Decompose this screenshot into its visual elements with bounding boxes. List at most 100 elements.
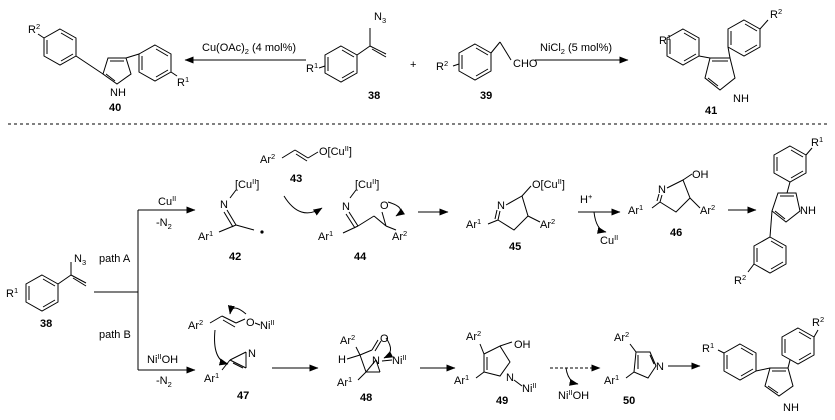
r1-label: R (177, 77, 185, 89)
pyrrole-ring (102, 57, 132, 85)
path-a-reagent: CuII (158, 194, 176, 208)
compound-47: N Ar1 47 (204, 348, 256, 402)
ar1-label: Ar1 (337, 375, 352, 389)
ni-release-label: NiIIOH (558, 388, 589, 402)
r1-label: R1 (306, 61, 318, 75)
curved-arrow (383, 337, 394, 359)
n-label: N (506, 372, 514, 384)
arrow-cu-catalysis: Cu(OAc)2 (4 mol%) (184, 42, 306, 64)
compound-50: N Ar2 Ar1 50 (604, 330, 664, 407)
cu-label: [CuII] (355, 177, 379, 191)
curved-arrow (387, 201, 406, 217)
r1-label: R1 (811, 135, 823, 149)
ni-label: NiII (392, 353, 407, 367)
cu-release-label: CuII (600, 233, 618, 247)
ni-label: NiII (522, 381, 537, 395)
compound-45: N O[CuII] Ar1 Ar2 45 (466, 177, 565, 253)
ar2-label: Ar2 (466, 329, 481, 343)
compound-number-40: 40 (109, 102, 121, 114)
ar1-label: Ar1 (204, 371, 219, 385)
path-b-reagent: NiIIOH (147, 352, 178, 366)
r1-superscript: 1 (185, 75, 189, 84)
oh-label: OH (692, 169, 709, 181)
compound-number-49: 49 (496, 395, 508, 407)
compound-39: CHO R2 39 (436, 41, 538, 102)
r2-label: R2 (812, 315, 824, 329)
compound-46: N OH Ar1 Ar2 46 (628, 169, 715, 239)
o-label: O (380, 333, 389, 345)
nh-label: NH (800, 205, 816, 217)
compound-40: R2 R1 NH 40 (28, 22, 189, 114)
curved-arrow (283, 195, 323, 216)
benzene-ring-left (43, 28, 77, 66)
azide-label: N3 (74, 253, 86, 267)
compound-49: Ar2 OH Ar1 N NiII 49 (454, 329, 537, 407)
compound-number-39: 39 (480, 90, 492, 102)
compound-number-48: 48 (360, 392, 372, 404)
n-label: N (497, 200, 505, 212)
r1-label: R1 (659, 33, 671, 47)
ar1-label: Ar1 (604, 373, 619, 387)
compound-41: R1 R2 NH 41 (659, 7, 782, 117)
arrow-45-to-46: H+ CuII (578, 192, 621, 247)
path-b-product: NH R1 R2 (702, 315, 824, 414)
compound-number-47: 47 (237, 390, 249, 402)
branch-arrows: path A path B CuII -N2 NiIIOH -N2 (94, 194, 196, 389)
compound-number-46: 46 (670, 227, 682, 239)
ni-label: NiII (260, 318, 275, 332)
compound-number-38: 38 (40, 318, 52, 330)
benzene-ring-right (138, 44, 172, 82)
r1-label: R1 (6, 286, 18, 300)
n-label: N (342, 201, 350, 213)
cu-label: [CuII] (235, 177, 259, 191)
path-a-label: path A (99, 253, 131, 265)
svg-text:R1: R1 (177, 75, 189, 89)
r1-label: R1 (702, 341, 714, 355)
azide-label: N3 (374, 11, 386, 25)
radical-dot (260, 230, 264, 234)
n-label: N (658, 184, 666, 196)
ar2-label: Ar2 (260, 152, 275, 166)
compound-number-50: 50 (623, 395, 635, 407)
n-label: N (656, 361, 664, 373)
svg-text:R2: R2 (28, 22, 40, 36)
path-b-label: path B (99, 329, 131, 341)
nh-label: NH (733, 93, 749, 105)
ar2-label: Ar2 (614, 330, 629, 344)
compound-number-42: 42 (229, 251, 241, 263)
compound-number-45: 45 (509, 241, 521, 253)
aldehyde-label: CHO (513, 58, 538, 70)
ar1-label: Ar1 (628, 203, 643, 217)
r2-label: R2 (734, 273, 746, 287)
compound-number-41: 41 (705, 105, 717, 117)
r2-label: R2 (770, 7, 782, 21)
compound-number-44: 44 (354, 251, 367, 263)
ar2-label: Ar2 (540, 217, 555, 231)
o-cu-label: O[CuII] (532, 177, 565, 191)
compound-42: [CuII] N Ar1 42 (198, 177, 264, 263)
compound-38-top: N3 R1 38 (306, 11, 387, 102)
proton-label: H+ (580, 192, 593, 206)
ni-enolate: Ar2 O NiII (188, 305, 275, 366)
path-a-product: NH R1 R2 (734, 135, 823, 287)
compound-43: Ar2 O[CuII] 43 (260, 144, 352, 216)
o-cu-label: O[CuII] (319, 144, 352, 158)
path-b-loss: -N2 (156, 375, 172, 389)
o-label: O (246, 317, 255, 329)
ar2-label: Ar2 (700, 203, 715, 217)
r2-label: R2 (436, 59, 448, 73)
compound-44: [CuII] N O Ar1 Ar2 44 (318, 177, 407, 263)
compound-48: Ar2 H O N NiII Ar1 48 (337, 333, 407, 404)
ar1-label: Ar1 (454, 373, 469, 387)
compound-38-mechanism: N3 R1 38 (6, 253, 87, 330)
cu-catalyst-label: Cu(OAc)2 (4 mol%) (202, 42, 296, 56)
o-label: O (380, 200, 389, 212)
path-a-loss: -N2 (156, 217, 172, 231)
compound-number-43: 43 (290, 173, 302, 185)
ni-catalyst-label: NiCl2 (5 mol%) (540, 42, 612, 56)
n-label: N (248, 348, 256, 360)
arrow-ni-catalysis: NiCl2 (5 mol%) (535, 42, 629, 64)
n-label: N (220, 199, 228, 211)
n-label: N (372, 355, 380, 367)
